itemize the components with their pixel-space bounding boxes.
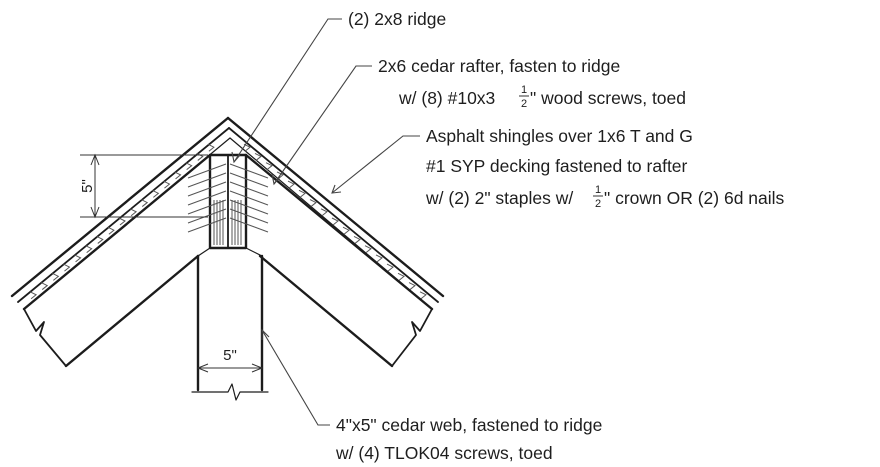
leader-ridge [231, 18, 342, 164]
decking-nail-mark [52, 272, 60, 281]
screw-mark [229, 199, 269, 215]
decking-nail-mark [185, 162, 193, 171]
screw-mark [187, 181, 227, 197]
decking-nail-mark [353, 235, 361, 244]
decking-nail-mark [364, 245, 372, 254]
rafter-left [22, 153, 212, 368]
leader-shingles [331, 135, 420, 194]
decking-nail-mark [298, 189, 306, 198]
label-web-line2: w/ (4) TLOK04 screws, toed [335, 443, 553, 463]
screw-mark [229, 208, 269, 224]
decking-nail-mark [287, 180, 295, 189]
shingle-line3-post: " crown OR (2) 6d nails [604, 188, 785, 208]
screw-mark [187, 190, 227, 206]
web-break-line [191, 383, 269, 401]
decking-nail-mark [375, 254, 383, 263]
decking-nail-mark [207, 143, 215, 152]
ridge-boards [208, 153, 248, 250]
decking-nail-mark [40, 282, 49, 290]
decking-nail-mark [386, 263, 394, 272]
decking-nail-mark [63, 263, 71, 272]
decking-fasteners [29, 143, 427, 300]
rafter-frac-den: 2 [521, 98, 527, 110]
decking-nail-mark [118, 217, 126, 226]
screw-mark [229, 181, 269, 197]
label-ridge: (2) 2x8 ridge [348, 9, 446, 29]
shingle-frac-den: 2 [595, 198, 601, 210]
decking-nail-mark [397, 272, 405, 281]
dimension-ridge-depth: 5" [79, 153, 208, 219]
decking-nail-mark [152, 189, 160, 198]
roof-decking-right [226, 116, 445, 310]
decking-nail-mark [163, 180, 171, 189]
dimension-web-width: 5" [196, 347, 264, 373]
ridge-screws [187, 163, 269, 245]
cedar-web [196, 247, 264, 392]
decking-nail-mark [342, 226, 350, 235]
rafter-line2-pre: w/ (8) #10x3 [398, 88, 495, 108]
decking-nail-mark [254, 152, 262, 161]
decking-nail-mark [243, 143, 251, 152]
decking-nail-mark [29, 291, 38, 300]
decking-nail-mark [265, 162, 273, 171]
decking-nail-mark [85, 245, 93, 254]
decking-nail-mark [107, 226, 115, 235]
decking-nail-mark [419, 291, 427, 300]
leader-web [261, 328, 330, 426]
label-web-line1: 4"x5" cedar web, fastened to ridge [336, 415, 602, 435]
rafter-right [244, 153, 434, 368]
decking-nail-mark [140, 199, 149, 207]
rafter-frac-num: 1 [521, 84, 527, 96]
decking-nail-mark [331, 217, 339, 226]
label-rafter-line2: w/ (8) #10x3 1 2 " wood screws, toed [398, 84, 686, 110]
screw-mark [229, 190, 269, 206]
web-width-label: 5" [223, 347, 237, 364]
decking-nail-mark [196, 152, 204, 161]
decking-nail-mark [309, 199, 317, 207]
label-shingle-line3: w/ (2) 2" staples w/ 1 2 " crown OR (2) … [425, 184, 785, 210]
screw-mark [229, 217, 269, 233]
decking-nail-mark [129, 208, 138, 217]
ridge-depth-label: 5" [79, 179, 96, 193]
shingle-frac-num: 1 [595, 184, 601, 196]
label-shingle-line1: Asphalt shingles over 1x6 T and G [426, 126, 693, 146]
label-rafter-line1: 2x6 cedar rafter, fasten to ridge [378, 56, 620, 76]
rafter-line2-post: " wood screws, toed [530, 88, 686, 108]
screw-mark [229, 163, 269, 179]
decking-nail-mark [96, 235, 104, 244]
screw-mark [187, 163, 227, 179]
shingle-line3-pre: w/ (2) 2" staples w/ [425, 188, 573, 208]
label-shingle-line2: #1 SYP decking fastened to rafter [426, 156, 688, 176]
leader-rafter [271, 65, 372, 186]
decking-nail-mark [74, 254, 82, 263]
decking-nail-mark [408, 282, 416, 290]
decking-nail-mark [174, 171, 182, 180]
screw-mark [187, 172, 227, 188]
decking-nail-mark [320, 208, 328, 217]
screw-mark [229, 172, 269, 188]
